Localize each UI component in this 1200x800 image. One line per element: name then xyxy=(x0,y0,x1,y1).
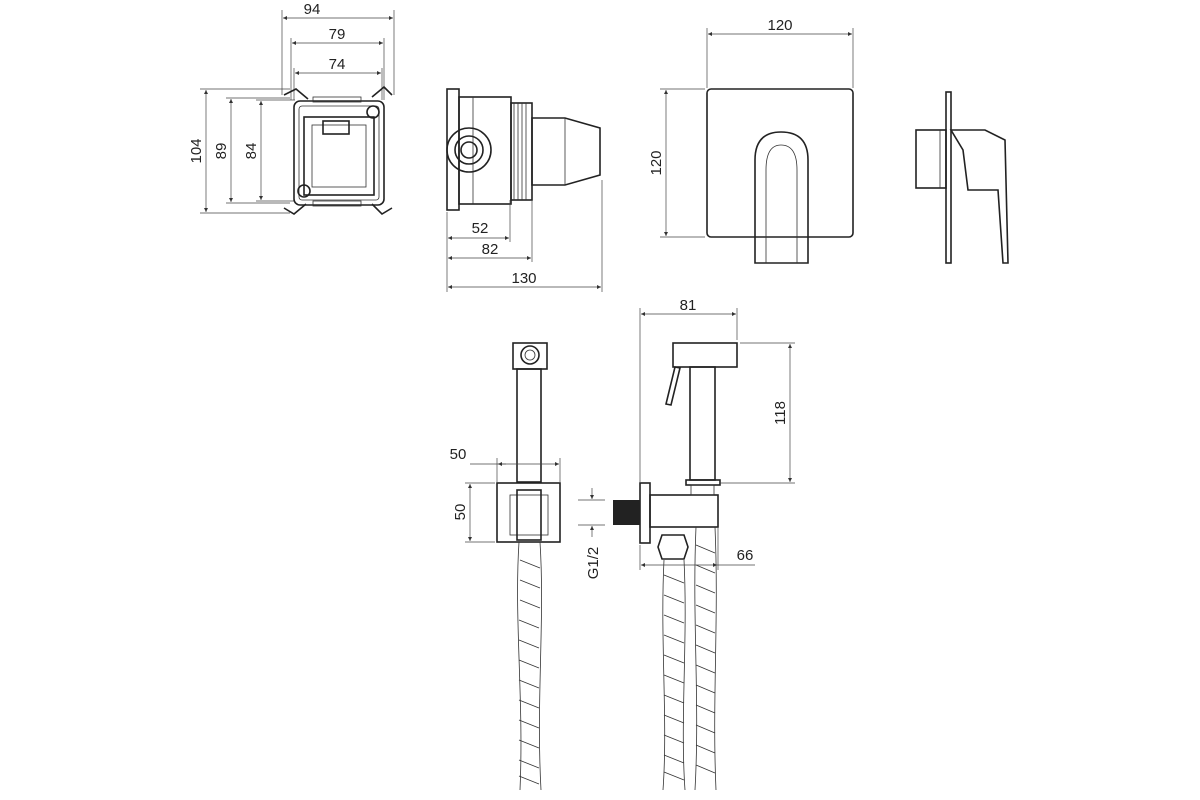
dim-66: 66 xyxy=(737,547,754,564)
dim-84: 84 xyxy=(243,143,260,160)
dim-89: 89 xyxy=(213,143,230,160)
dim-74: 74 xyxy=(329,56,346,73)
hand-shower-side-view: 81 118 66 G1/2 xyxy=(578,297,795,791)
cover-plate-side-view xyxy=(915,91,1009,264)
mixer-box-front-view: 94 79 74 104 89 84 xyxy=(188,1,395,216)
dim-plate-height-120: 120 xyxy=(648,150,665,175)
dim-82: 82 xyxy=(482,241,499,258)
dim-79: 79 xyxy=(329,26,346,43)
dim-holder-width-50: 50 xyxy=(450,446,467,463)
hand-shower-front-view: 50 50 xyxy=(450,342,561,791)
dim-holder-height-50: 50 xyxy=(452,504,469,521)
dim-81: 81 xyxy=(680,297,697,314)
cover-plate-front-view: 120 120 xyxy=(648,17,854,264)
dim-130: 130 xyxy=(511,270,536,287)
dim-118: 118 xyxy=(772,401,789,425)
dim-plate-width-120: 120 xyxy=(767,17,792,34)
dim-104: 104 xyxy=(188,138,205,163)
mixer-box-side-view: 52 82 130 xyxy=(446,88,603,292)
dim-52: 52 xyxy=(472,220,489,237)
thread-size-label: G1/2 xyxy=(585,547,602,580)
dim-94: 94 xyxy=(304,1,321,18)
